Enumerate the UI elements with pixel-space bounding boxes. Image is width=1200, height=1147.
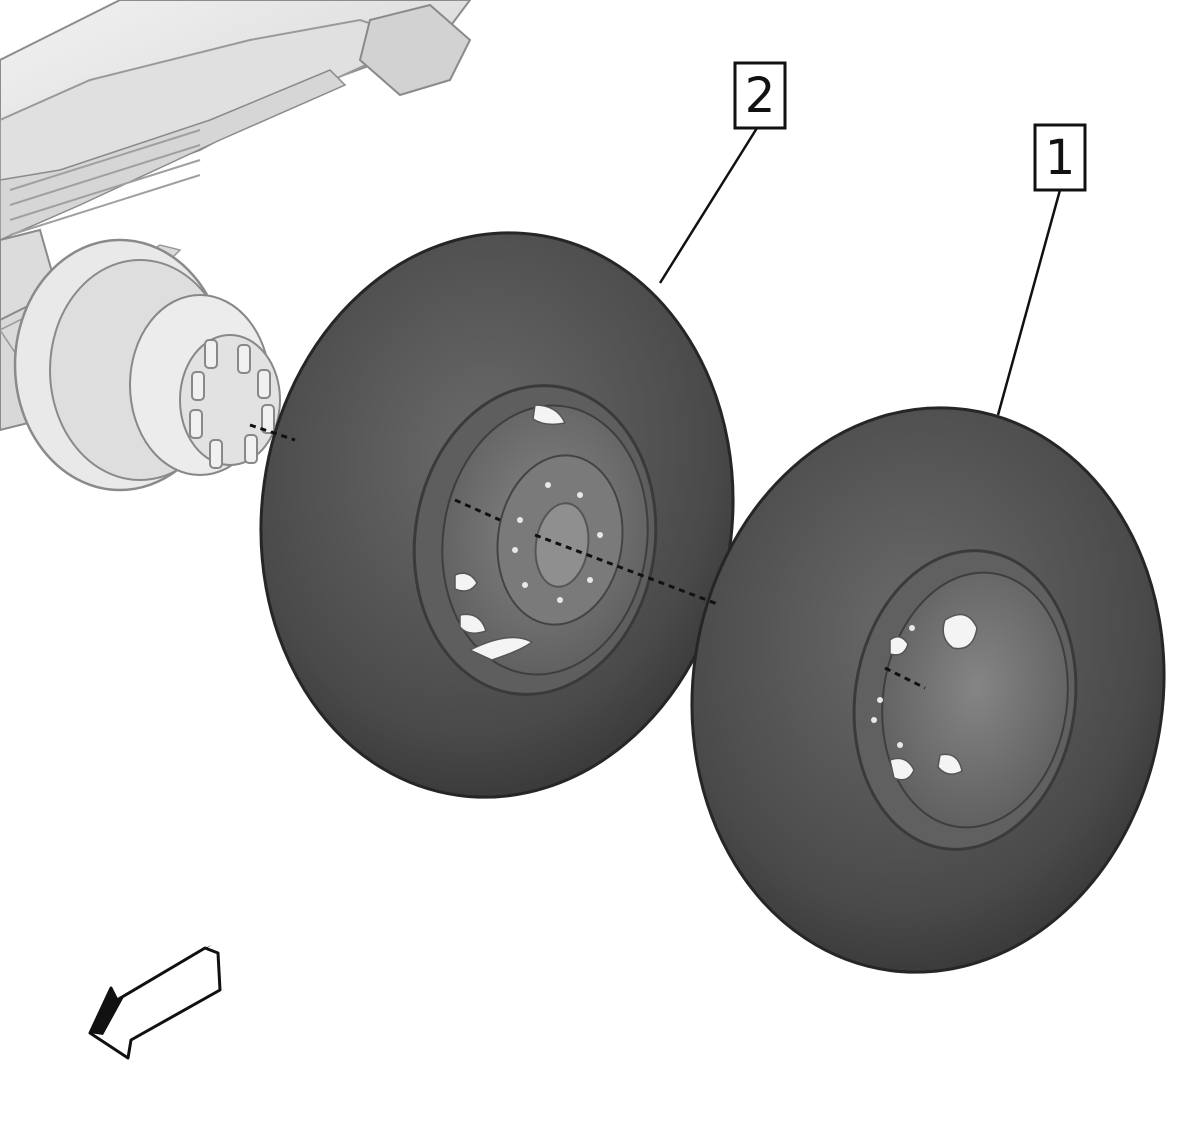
callout-2-leader bbox=[658, 127, 759, 284]
axle-hub-with-studs bbox=[13, 238, 281, 492]
callout-1: 1 bbox=[1033, 123, 1087, 192]
callout-1-leader bbox=[996, 189, 1062, 416]
callout-1-label: 1 bbox=[1045, 130, 1076, 186]
tire-and-rim-inner bbox=[259, 231, 735, 799]
tire-and-rim-outer bbox=[690, 406, 1166, 974]
callout-2: 2 bbox=[733, 61, 787, 130]
front-direction-arrow bbox=[88, 945, 222, 1060]
callout-2-label: 2 bbox=[745, 68, 776, 124]
assembly-centerline bbox=[249, 423, 926, 690]
